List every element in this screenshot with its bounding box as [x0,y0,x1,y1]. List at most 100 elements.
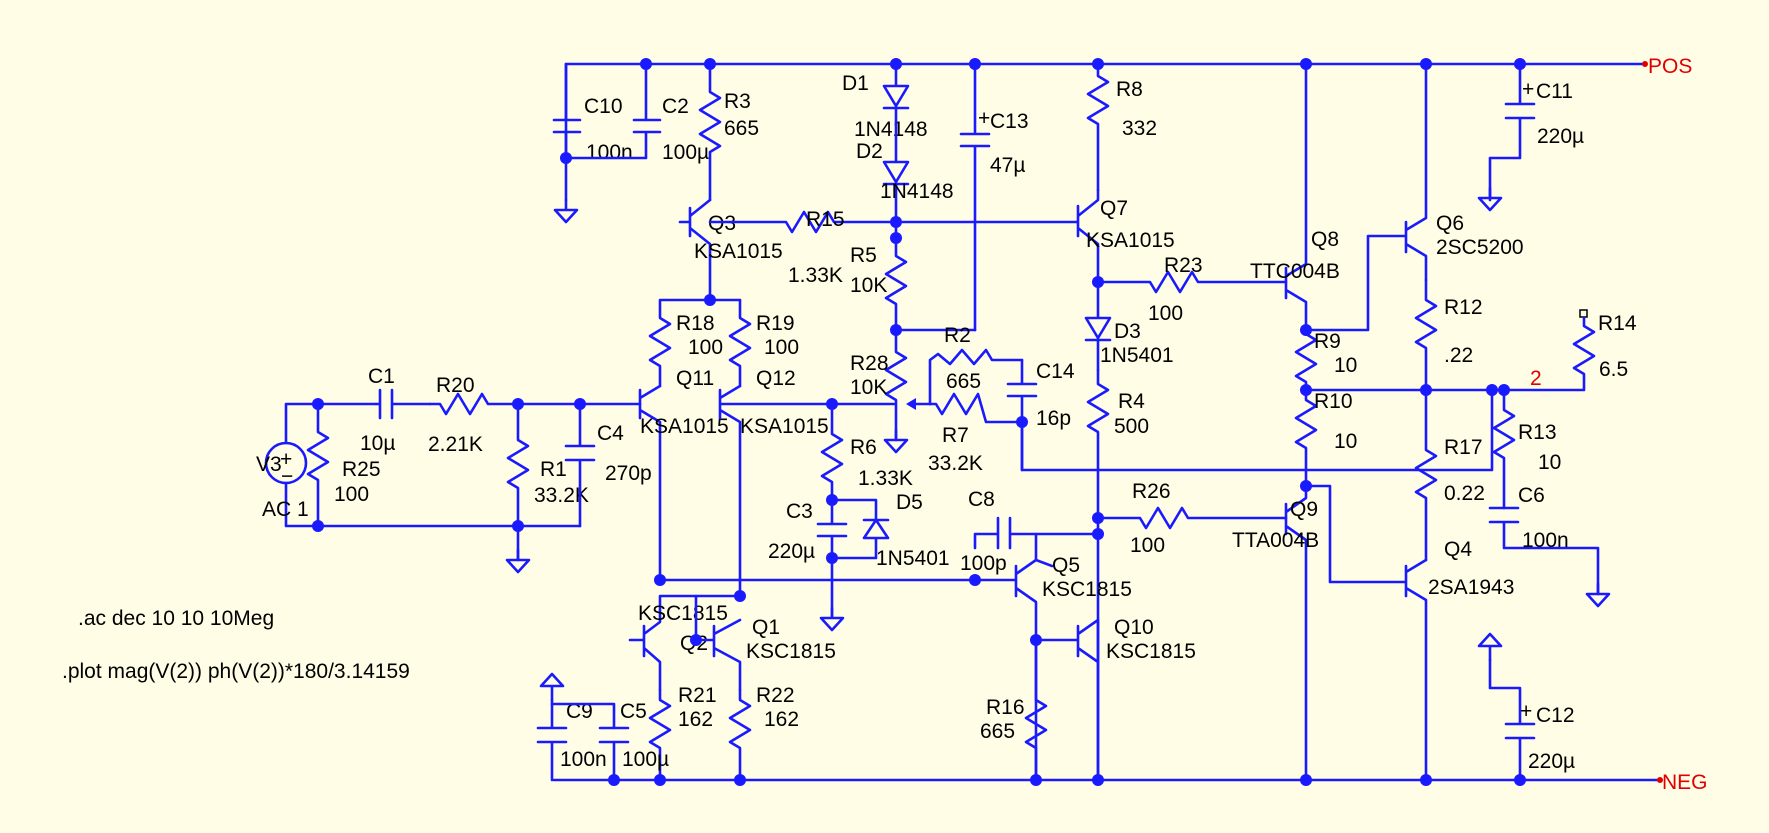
svg-text:R28: R28 [850,352,889,375]
transistor-q12[interactable]: Q12 KSA1015 [718,367,896,596]
net-label-neg[interactable]: NEG [1657,771,1708,794]
resistor-r2[interactable]: R2 665 [894,324,1024,406]
svg-text:R23: R23 [1164,254,1203,277]
svg-text:R9: R9 [1314,330,1341,353]
svg-text:KSA1015: KSA1015 [740,415,829,438]
capacitor-c14[interactable]: C14 16p [1006,358,1075,472]
svg-text:1.33K: 1.33K [858,467,913,490]
svg-text:665: 665 [946,370,981,393]
resistor-r23[interactable]: R23 100 [1096,254,1288,325]
resistor-r10[interactable]: R10 10 [1294,388,1428,488]
svg-text:KSA1015: KSA1015 [694,240,783,263]
resistor-r18[interactable]: R18 100 [648,298,742,388]
resistor-r5[interactable]: R5 10K [850,236,908,332]
svg-text:Q11: Q11 [676,367,714,390]
transistor-q2[interactable]: KSC1815 Q2 [628,594,742,692]
resistor-r17[interactable]: R17 0.22 [1414,388,1485,562]
resistor-r8[interactable]: R8 332 [1086,62,1157,192]
svg-text:R7: R7 [942,424,969,447]
resistor-r3[interactable]: R3 665 [698,62,759,202]
resistor-r4[interactable]: R4 500 [1086,368,1149,782]
capacitor-c6[interactable]: C6 100n [1488,484,1611,608]
svg-text:C3: C3 [786,500,813,523]
svg-text:Q6: Q6 [1436,212,1464,235]
resistor-r9[interactable]: R9 10 [1294,328,1357,392]
capacitor-c8[interactable]: C8 100p [960,488,1100,575]
svg-text:0.22: 0.22 [1444,482,1485,505]
capacitor-c2[interactable]: C2 100µ [564,62,709,164]
resistor-r7[interactable]: R7 33.2K [928,388,1494,475]
resistor-r20[interactable]: R20 2.21K [428,374,520,456]
transistor-q4[interactable]: Q4 2SA1943 [1304,484,1514,782]
svg-text:100: 100 [688,336,723,359]
plot-directive[interactable]: .plot mag(V(2)) ph(V(2))*180/3.14159 [62,660,410,683]
svg-text:Q10: Q10 [1114,616,1154,639]
transistor-q5[interactable]: Q5 KSC1815 [658,532,1132,782]
svg-text:R3: R3 [724,90,751,113]
junction-dots [312,58,1526,786]
svg-text:C14: C14 [1036,360,1075,383]
capacitor-c9[interactable]: C9 100n [536,672,607,782]
svg-text:C5: C5 [620,700,647,723]
svg-text:C9: C9 [566,700,593,723]
resistor-r25[interactable]: R25 100 [306,402,381,528]
svg-text:10K: 10K [850,274,887,297]
transistor-q3[interactable]: Q3 KSA1015 [678,198,783,302]
svg-text:1N4148: 1N4148 [854,118,928,141]
resistor-r12[interactable]: R12 .22 [1414,278,1483,392]
svg-text:Q7: Q7 [1100,197,1128,220]
svg-text:C1: C1 [368,365,395,388]
voltage-source-v3[interactable]: + − V3 AC 1 [256,402,582,528]
svg-text:R21: R21 [678,684,717,707]
capacitor-c4[interactable]: C4 270p [564,402,652,528]
ac-directive[interactable]: .ac dec 10 10 10Meg [78,607,274,630]
diode-d1[interactable]: D1 1N4148 [842,62,928,141]
capacitor-c11[interactable]: + C11 220µ [1477,62,1584,212]
svg-text:R25: R25 [342,458,381,481]
resistor-r6[interactable]: R6 1.33K [820,402,913,502]
resistor-r26[interactable]: R26 100 [1096,480,1288,557]
svg-text:R10: R10 [1314,390,1353,413]
svg-text:10: 10 [1334,354,1357,377]
resistor-r19[interactable]: R19 100 [728,298,799,388]
resistor-r13[interactable]: R13 10 [1492,388,1561,510]
capacitor-c10[interactable]: C10 100n [552,62,633,224]
transistor-q1[interactable]: Q1 KSC1815 [694,594,836,692]
svg-text:162: 162 [764,708,799,731]
svg-text:500: 500 [1114,415,1149,438]
capacitor-c13[interactable]: + C13 47µ [959,62,1029,332]
c12-plus: + [1520,700,1532,723]
transistor-q11[interactable]: Q11 KSA1015 [638,367,729,582]
resistor-r15[interactable]: R15 1.33K [708,208,898,287]
svg-text:C10: C10 [584,95,623,118]
potentiometer-r28[interactable]: R28 10K [850,328,932,454]
diode-d2[interactable]: D2 1N4148 [856,120,954,240]
capacitor-c12[interactable]: + C12 220µ [1477,632,1575,782]
capacitor-c5[interactable]: C5 100µ [550,700,669,782]
svg-text:V3: V3 [256,453,282,476]
svg-text:D1: D1 [842,72,869,95]
transistor-q8[interactable]: Q8 TTC004B [1250,62,1340,332]
transistor-q10[interactable]: Q10 KSC1815 [1034,616,1196,782]
svg-text:332: 332 [1122,117,1157,140]
transistor-q6[interactable]: Q6 2SC5200 [1304,62,1524,332]
diode-d3[interactable]: D3 1N5401 [1084,280,1174,372]
svg-text:100µ: 100µ [662,141,709,164]
diode-d5[interactable]: D5 1N5401 [830,491,950,570]
svg-text:R22: R22 [756,684,795,707]
svg-text:100: 100 [1130,534,1165,557]
transistor-q7[interactable]: Q7 KSA1015 [894,188,1175,284]
resistor-r22[interactable]: R22 162 [728,684,799,782]
capacitor-c1[interactable]: C1 10µ [360,365,432,455]
capacitor-c3[interactable]: C3 220µ [768,498,848,632]
v3-plus: + [280,448,292,471]
svg-text:33.2K: 33.2K [534,484,589,507]
resistor-r14[interactable]: R14 6.5 [1424,309,1637,392]
transistor-q9[interactable]: Q9 TTA004B [1232,484,1319,782]
resistor-r21[interactable]: R21 162 [648,684,717,782]
resistor-r16[interactable]: R16 665 [980,638,1048,782]
svg-text:Q8: Q8 [1311,228,1339,251]
svg-text:10µ: 10µ [360,432,395,455]
net-label-pos[interactable]: POS [1642,55,1692,78]
